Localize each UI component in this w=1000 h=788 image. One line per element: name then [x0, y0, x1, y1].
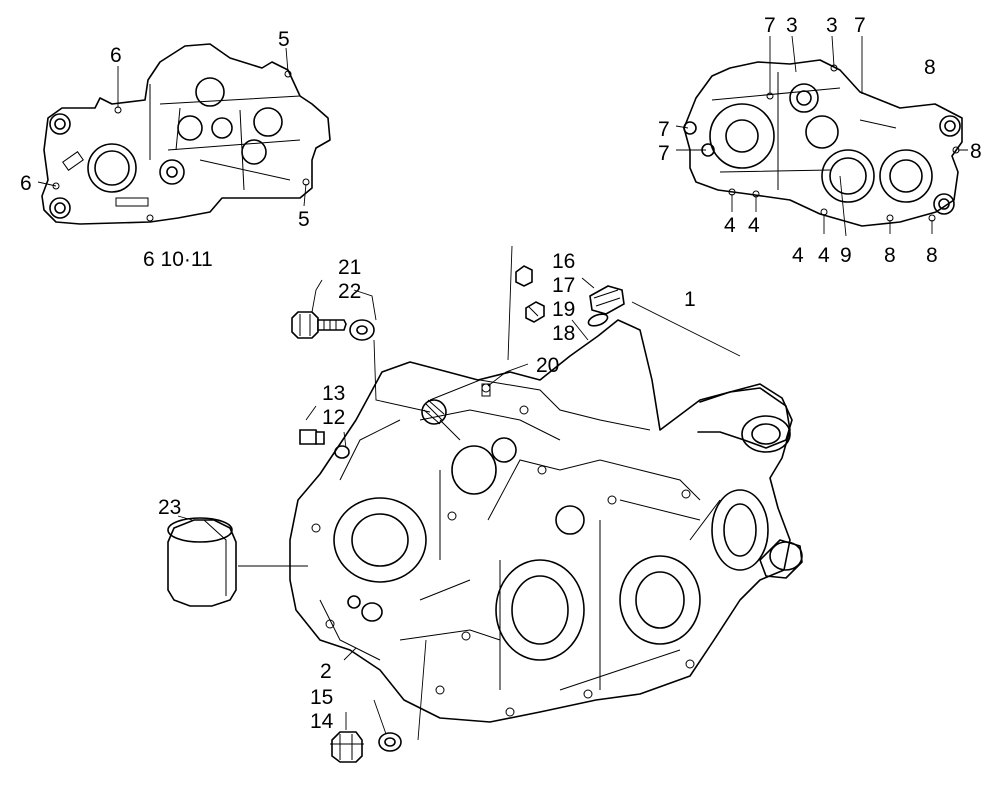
callout-18: 18: [552, 322, 575, 345]
callout-6: 6: [20, 172, 32, 195]
right-crankcase-half-inset: [683, 59, 963, 227]
callout-23: 23: [158, 496, 181, 519]
callout-13: 13: [322, 382, 345, 405]
callout-17: 17: [552, 274, 575, 297]
callout-14: 14: [310, 710, 334, 733]
part-18-19-bolt: [515, 265, 545, 323]
callout-8: 8: [970, 140, 982, 163]
callout-4: 4: [792, 244, 804, 267]
part-16-plug: [589, 285, 625, 315]
part-14-plug: [330, 731, 364, 763]
part-21-bolt: [291, 311, 347, 339]
callout-3: 3: [826, 14, 838, 37]
part-23-cap: [167, 517, 237, 607]
callout-1: 1: [684, 288, 696, 311]
crankcase-assembly: [289, 319, 803, 723]
callout-9: 9: [840, 244, 852, 267]
part-12-o-ring: [334, 445, 350, 459]
callout-22: 22: [338, 280, 361, 303]
left-inset-caption: 6 10·11: [143, 248, 213, 271]
callout-7: 7: [764, 14, 776, 37]
callout-15: 15: [310, 686, 333, 709]
left-crankcase-half-inset: [41, 43, 331, 225]
part-22-washer: [349, 319, 375, 341]
callout-7: 7: [854, 14, 866, 37]
callout-12: 12: [322, 406, 345, 429]
callout-8: 8: [884, 244, 896, 267]
part-17-o-ring: [587, 313, 609, 327]
callout-8: 8: [926, 244, 938, 267]
callout-5: 5: [278, 28, 290, 51]
callout-6: 6: [110, 44, 122, 67]
callout-8: 8: [924, 56, 936, 79]
callout-2: 2: [320, 660, 332, 683]
callout-7: 7: [658, 118, 670, 141]
callout-7: 7: [658, 142, 670, 165]
callout-4: 4: [724, 214, 736, 237]
callout-16: 16: [552, 250, 575, 273]
callout-21: 21: [338, 256, 361, 279]
part-15-washer: [378, 732, 402, 752]
callout-4: 4: [818, 244, 830, 267]
part-13-pin: [299, 429, 325, 445]
callout-19: 19: [552, 298, 575, 321]
callout-20: 20: [536, 354, 559, 377]
callout-4: 4: [748, 214, 760, 237]
callout-3: 3: [786, 14, 798, 37]
callout-5: 5: [298, 208, 310, 231]
